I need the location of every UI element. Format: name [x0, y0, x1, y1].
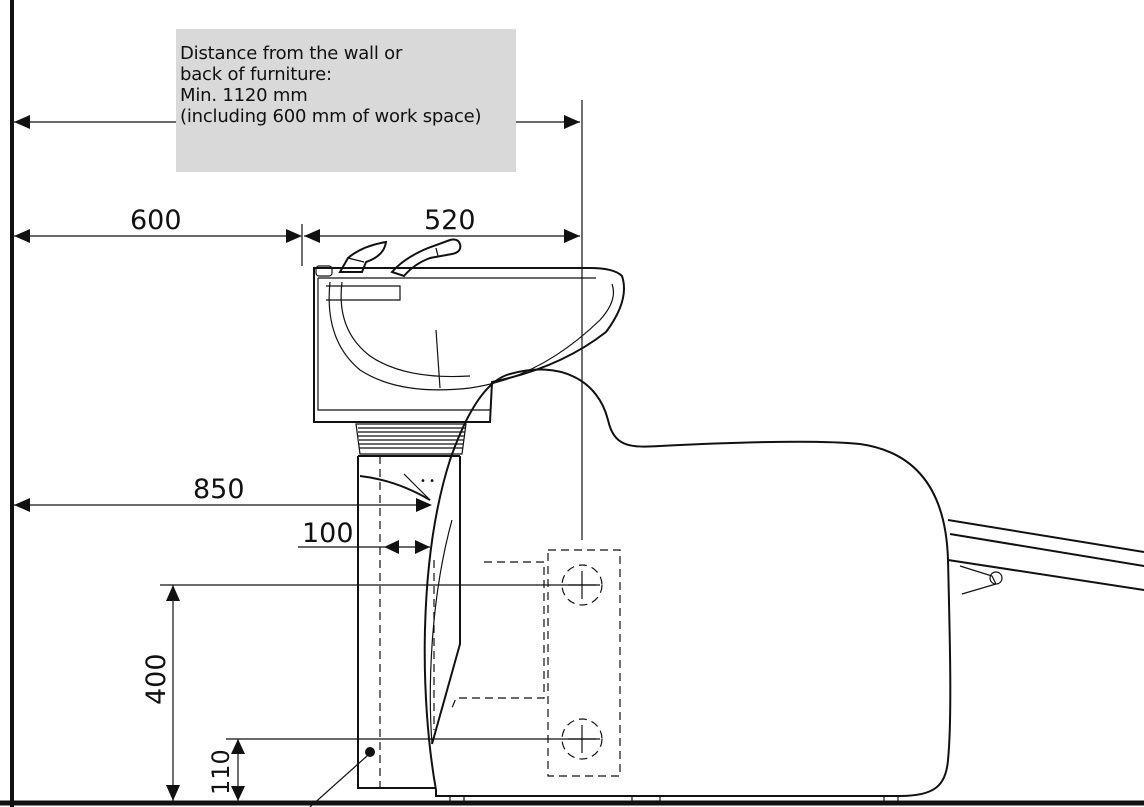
corrugated-neck — [355, 423, 467, 455]
distance-note-line: back of furniture: — [180, 64, 332, 85]
distance-note-line: Distance from the wall or — [180, 43, 403, 64]
dimension-110: 110 — [207, 738, 600, 801]
dimension-600-label: 600 — [130, 205, 182, 236]
drain-point — [365, 747, 375, 757]
dimension-520: 520 — [304, 205, 580, 243]
dimension-400-label: 400 — [141, 653, 172, 705]
dimension-850-label: 850 — [193, 474, 245, 505]
dimension-1120 — [14, 100, 583, 540]
hidden-mechanism — [451, 549, 621, 777]
legrest — [947, 519, 1144, 595]
chair-body — [423, 368, 952, 803]
faucet — [338, 238, 462, 278]
pipe-crosshair — [568, 571, 596, 753]
dimension-110-label: 110 — [207, 749, 235, 795]
wash-basin — [313, 265, 625, 423]
pedestal-column: • • — [309, 455, 461, 807]
dimension-100: 100 — [298, 518, 430, 554]
distance-note: Distance from the wall or back of furnit… — [176, 29, 516, 172]
distance-note-line: Min. 1120 mm — [180, 85, 308, 106]
dimension-600: 600 — [14, 205, 303, 266]
svg-text:• •: • • — [420, 476, 435, 487]
distance-note-line: (including 600 mm of work space) — [180, 106, 482, 127]
dimension-520-label: 520 — [424, 205, 476, 236]
dimension-850: 850 — [14, 474, 432, 512]
dimension-100-label: 100 — [302, 518, 354, 549]
dimension-400: 400 — [141, 584, 600, 801]
